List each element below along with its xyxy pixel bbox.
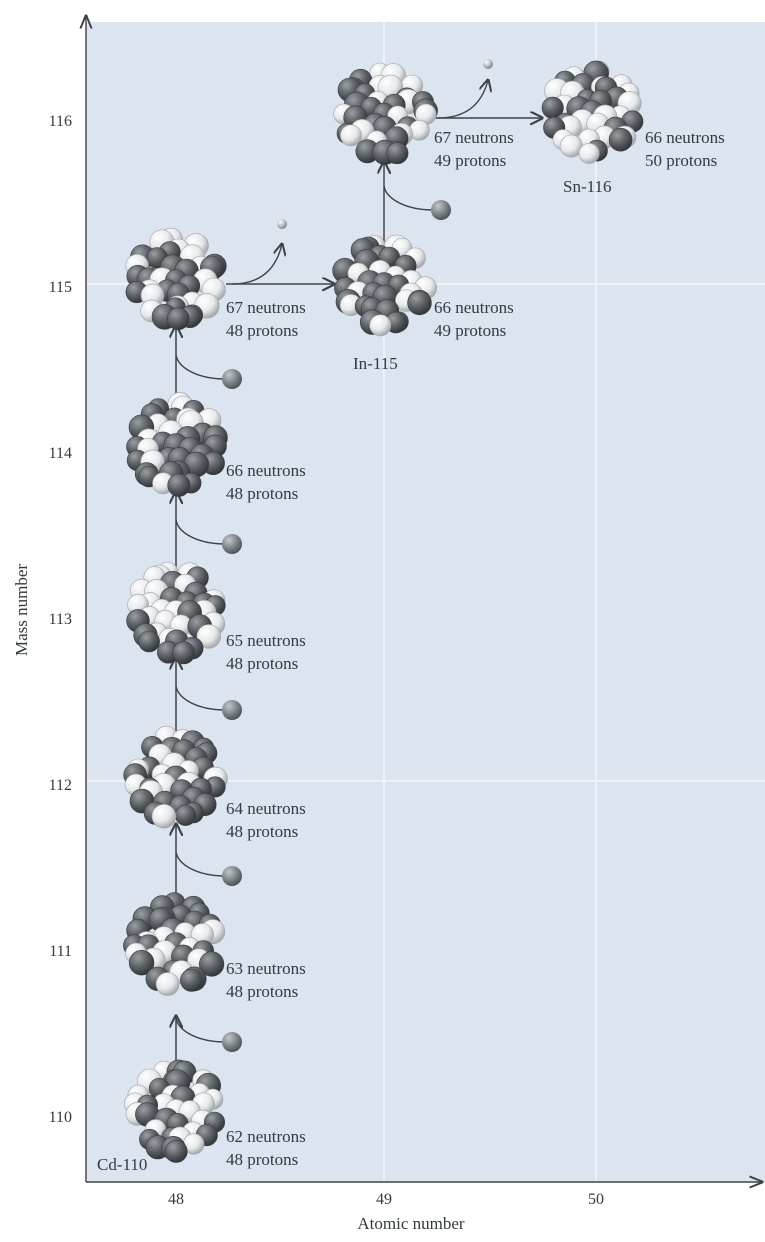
proton-sphere bbox=[155, 972, 180, 996]
y-tick-113: 113 bbox=[49, 611, 72, 628]
nucleus-cd110: 62 neutrons 48 protons Cd-110 bbox=[97, 1059, 306, 1174]
nucleus-neutrons-cd113: 65 neutrons bbox=[226, 631, 306, 650]
nucleus-cluster-cd112 bbox=[123, 725, 228, 829]
neutron-ball-112-113 bbox=[222, 700, 242, 720]
nucleus-in116: 67 neutrons 49 protons bbox=[333, 62, 514, 170]
nucleus-protons-cd113: 48 protons bbox=[226, 654, 298, 673]
nucleus-name-sn116: Sn-116 bbox=[563, 177, 612, 196]
y-tick-112: 112 bbox=[49, 777, 72, 794]
neutron-path-113-114 bbox=[175, 519, 227, 545]
nucleus-neutrons-cd112: 64 neutrons bbox=[226, 799, 306, 818]
y-tick-labels: 110 111 112 113 114 115 116 bbox=[49, 113, 72, 1126]
x-tick-48: 48 bbox=[168, 1191, 184, 1208]
y-tick-111: 111 bbox=[49, 943, 72, 960]
neutron-path-in115-in116 bbox=[383, 185, 435, 211]
neutron-sphere bbox=[167, 473, 191, 497]
proton-sphere bbox=[340, 124, 362, 147]
nucleus-protons-sn116: 50 protons bbox=[645, 151, 717, 170]
neutron-path-114-115 bbox=[175, 354, 227, 380]
x-tick-49: 49 bbox=[376, 1191, 392, 1208]
neutron-sphere bbox=[167, 307, 190, 331]
nucleus-cluster-cd113 bbox=[126, 561, 226, 665]
neutron-ball-in115-in116 bbox=[431, 200, 451, 220]
nucleus-neutrons-cd110: 62 neutrons bbox=[226, 1127, 306, 1146]
nucleus-cluster-cd111 bbox=[123, 892, 226, 996]
neutron-sphere bbox=[164, 1140, 188, 1163]
nucleus-cd114: 66 neutrons 48 protons bbox=[126, 392, 306, 503]
nucleus-protons-in116: 49 protons bbox=[434, 151, 506, 170]
nucleus-cluster-sn116 bbox=[541, 60, 644, 164]
nucleus-cd112: 64 neutrons 48 protons bbox=[123, 725, 306, 841]
neutron-ball-111-112 bbox=[222, 866, 242, 886]
nucleus-cluster-cd110 bbox=[124, 1059, 226, 1163]
y-axis-title: Mass number bbox=[12, 564, 31, 656]
nucleus-protons-cd111: 48 protons bbox=[226, 982, 298, 1001]
neutron-path-111-112 bbox=[175, 851, 227, 877]
electron-ball-cd115 bbox=[277, 219, 287, 229]
nucleus-cd111: 63 neutrons 48 protons bbox=[123, 892, 306, 1001]
axes bbox=[86, 16, 762, 1182]
neutron-sphere bbox=[199, 951, 225, 977]
y-tick-115: 115 bbox=[49, 279, 72, 296]
nucleus-sn116: 66 neutrons 50 protons Sn-116 bbox=[541, 60, 725, 196]
proton-sphere bbox=[151, 803, 177, 829]
electron-ball-in116 bbox=[483, 59, 493, 69]
nucleus-cluster-in115 bbox=[332, 234, 437, 337]
nucleus-neutrons-cd114: 66 neutrons bbox=[226, 461, 306, 480]
nucleus-cd115: 67 neutrons 48 protons bbox=[125, 227, 306, 340]
neutron-ball-110-111 bbox=[222, 1032, 242, 1052]
neutron-path-112-113 bbox=[175, 685, 227, 711]
nucleus-cd113: 65 neutrons 48 protons bbox=[126, 561, 306, 673]
nucleus-protons-cd115: 48 protons bbox=[226, 321, 298, 340]
neutron-sphere bbox=[172, 641, 196, 665]
nucleus-cluster-cd115 bbox=[125, 227, 227, 331]
nucleus-protons-in115: 49 protons bbox=[434, 321, 506, 340]
proton-sphere bbox=[196, 624, 222, 649]
x-axis-title: Atomic number bbox=[357, 1214, 465, 1233]
nucleus-neutrons-in115: 66 neutrons bbox=[434, 298, 514, 317]
neutron-ball-113-114 bbox=[222, 534, 242, 554]
nucleus-name-cd110: Cd-110 bbox=[97, 1155, 147, 1174]
nucleus-name-in115: In-115 bbox=[353, 354, 398, 373]
neutron-ball-114-115 bbox=[222, 369, 242, 389]
x-tick-50: 50 bbox=[588, 1191, 604, 1208]
y-tick-110: 110 bbox=[49, 1109, 72, 1126]
nucleus-protons-cd110: 48 protons bbox=[226, 1150, 298, 1169]
x-tick-labels: 48 49 50 bbox=[168, 1191, 604, 1208]
electron-emission-path-cd115 bbox=[231, 244, 282, 285]
nucleus-protons-cd112: 48 protons bbox=[226, 822, 298, 841]
neutron-sphere bbox=[128, 949, 155, 976]
emitted-electrons bbox=[277, 59, 493, 229]
nucleus-in115: 66 neutrons 49 protons In-115 bbox=[332, 234, 514, 373]
y-tick-114: 114 bbox=[49, 445, 72, 462]
neutron-sphere bbox=[608, 127, 633, 152]
neutron-sphere bbox=[138, 630, 160, 653]
incoming-neutrons bbox=[222, 200, 451, 1052]
neutron-sphere bbox=[180, 968, 203, 992]
proton-sphere bbox=[578, 142, 600, 164]
nucleus-cluster-cd114 bbox=[126, 392, 228, 497]
neutron-path-110-111 bbox=[175, 1017, 227, 1043]
nucleus-neutrons-in116: 67 neutrons bbox=[434, 128, 514, 147]
neutron-sphere bbox=[175, 804, 197, 826]
y-tick-116: 116 bbox=[49, 113, 72, 130]
nucleus-neutrons-cd115: 67 neutrons bbox=[226, 298, 306, 317]
nucleus-protons-cd114: 48 protons bbox=[226, 484, 298, 503]
neutron-sphere bbox=[386, 142, 409, 165]
nucleus-cluster-in116 bbox=[333, 62, 438, 165]
nucleus-neutrons-sn116: 66 neutrons bbox=[645, 128, 725, 147]
nucleus-neutrons-cd111: 63 neutrons bbox=[226, 959, 306, 978]
neutron-sphere bbox=[407, 290, 432, 316]
proton-sphere bbox=[369, 314, 392, 337]
electron-emission-path-in116 bbox=[437, 80, 488, 119]
